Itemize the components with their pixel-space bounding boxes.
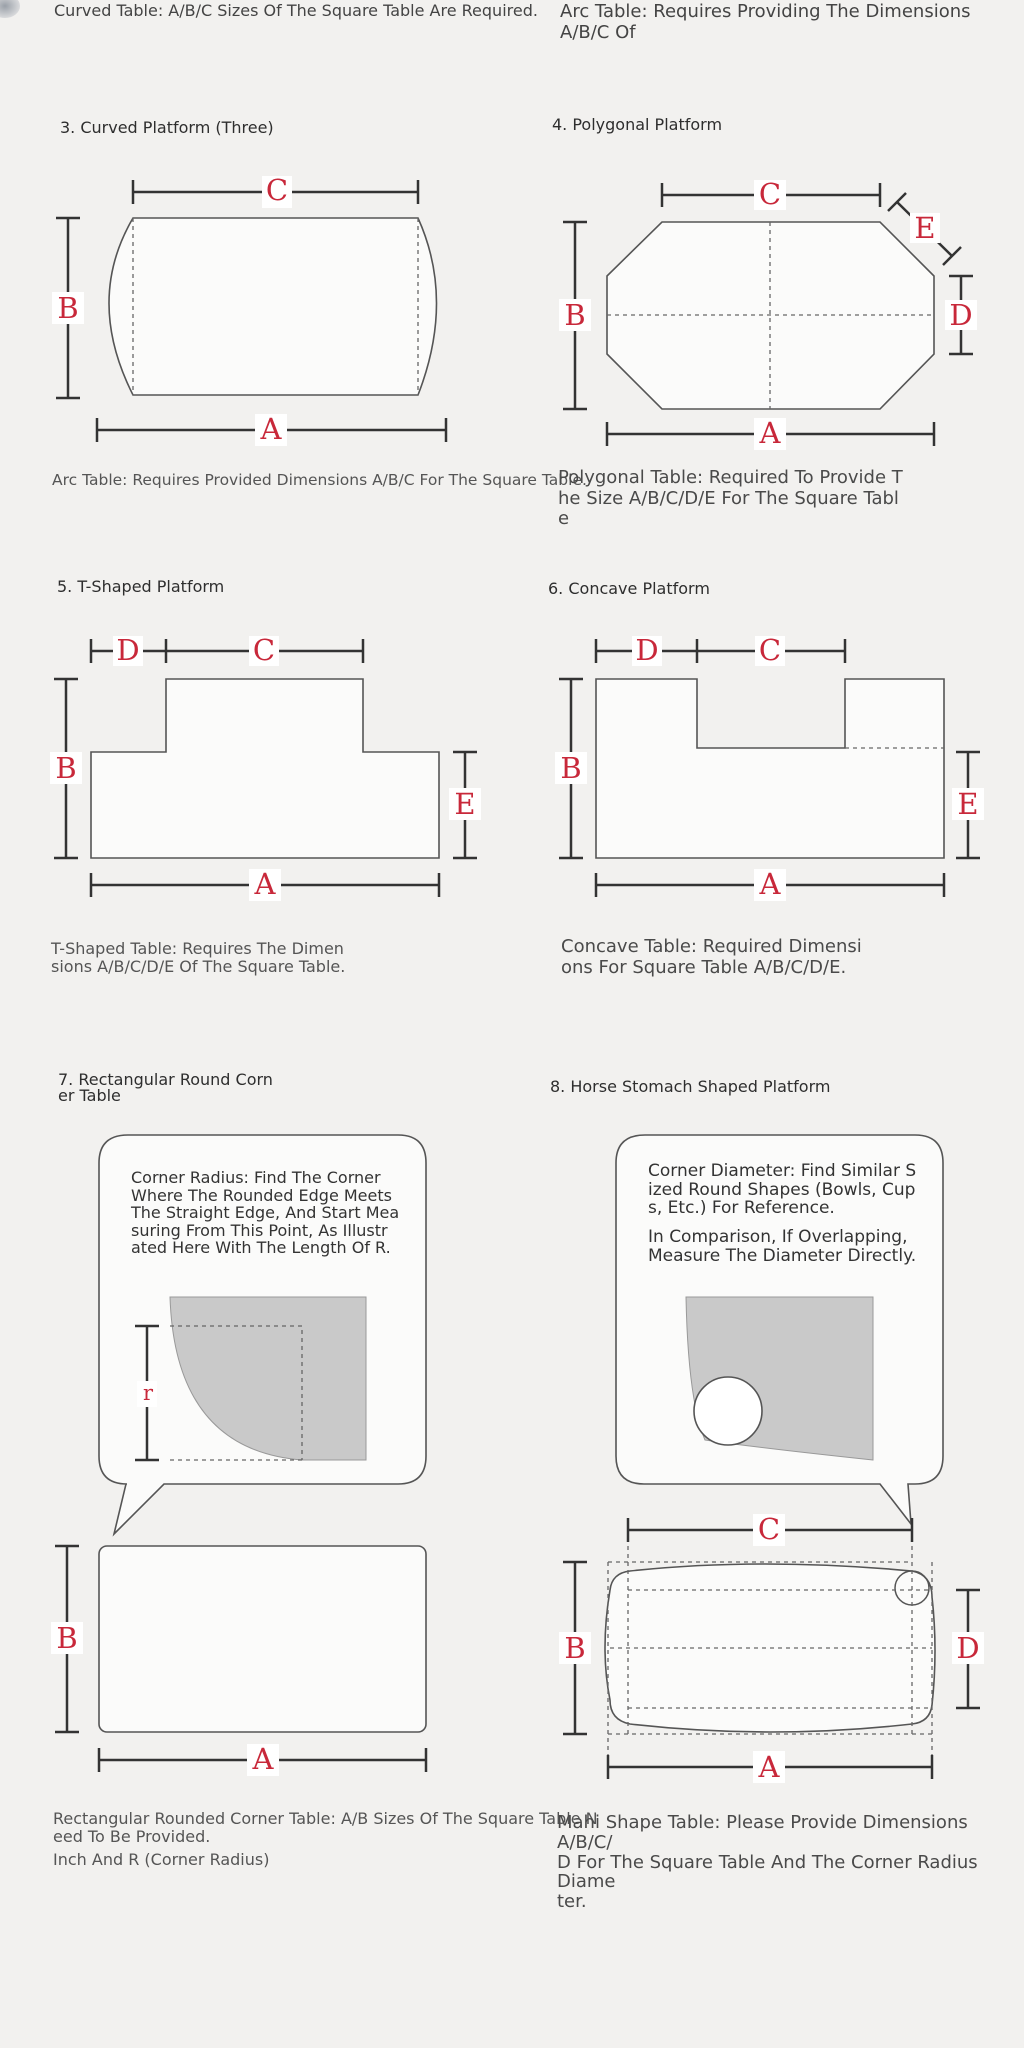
section-title-curved: 3. Curved Platform (Three) [60,118,274,137]
dim-label-d: D [635,633,658,667]
dim-label-d: D [949,298,972,332]
dim-label-b: B [560,751,581,785]
concave-table-outline [595,678,945,859]
caption-curved: Arc Table: Requires Provided Dimensions … [52,471,587,489]
caption-roundcorner: Rectangular Rounded Corner Table: A/B Si… [53,1809,598,1869]
bubble-text-horsestomach: Corner Diameter: Find Similar S ized Rou… [648,1161,917,1266]
dim-label-c: C [253,633,275,667]
dim-label-e: E [454,787,475,821]
caption-concave: Concave Table: Required Dimensi ons For … [561,936,862,978]
dim-label-b: B [55,751,76,785]
dim-label-b: B [57,291,78,325]
dim-label-a: A [260,412,283,446]
decorative-blot [0,0,20,18]
dim-label-d: D [956,1631,979,1665]
dim-label-a: A [758,1750,781,1784]
section-title-tshape: 5. T-Shaped Platform [57,577,225,596]
dim-label-c: C [759,633,781,667]
bubble-text-roundcorner: Corner Radius: Find The Corner Where The… [131,1168,400,1258]
dim-label-r: r [143,1381,154,1405]
dim-label-a: A [759,867,782,901]
tshape-table-outline [90,678,440,859]
section-title-concave: 6. Concave Platform [548,579,710,598]
dim-label-a: A [254,867,277,901]
roundcorner-table-outline [98,1545,427,1733]
bowl-circle-icon [693,1376,763,1446]
section-title-horsestomach: 8. Horse Stomach Shaped Platform [550,1077,831,1096]
dim-label-b: B [564,298,585,332]
dim-label-e: E [914,211,935,245]
dim-label-d: D [116,633,139,667]
dim-label-a: A [759,416,782,450]
dim-label-c: C [759,177,781,211]
top-left-caption: Curved Table: A/B/C Sizes Of The Square … [54,1,538,20]
dim-label-c: C [758,1512,780,1546]
caption-tshape: T-Shaped Table: Requires The Dimen sions… [51,939,346,977]
caption-polygon: Polygonal Table: Required To Provide T h… [558,467,903,530]
dim-label-b: B [56,1621,77,1655]
section-title-roundcorner: 7. Rectangular Round Corn er Table [58,1070,273,1105]
caption-horsestomach: Mahi Shape Table: Please Provide Dimensi… [557,1812,978,1913]
top-right-caption: Arc Table: Requires Providing The Dimens… [560,1,971,43]
dim-label-e: E [957,787,978,821]
section-title-polygon: 4. Polygonal Platform [552,115,723,134]
dim-label-b: B [564,1631,585,1665]
dim-label-c: C [266,173,288,207]
dim-label-a: A [252,1742,275,1776]
